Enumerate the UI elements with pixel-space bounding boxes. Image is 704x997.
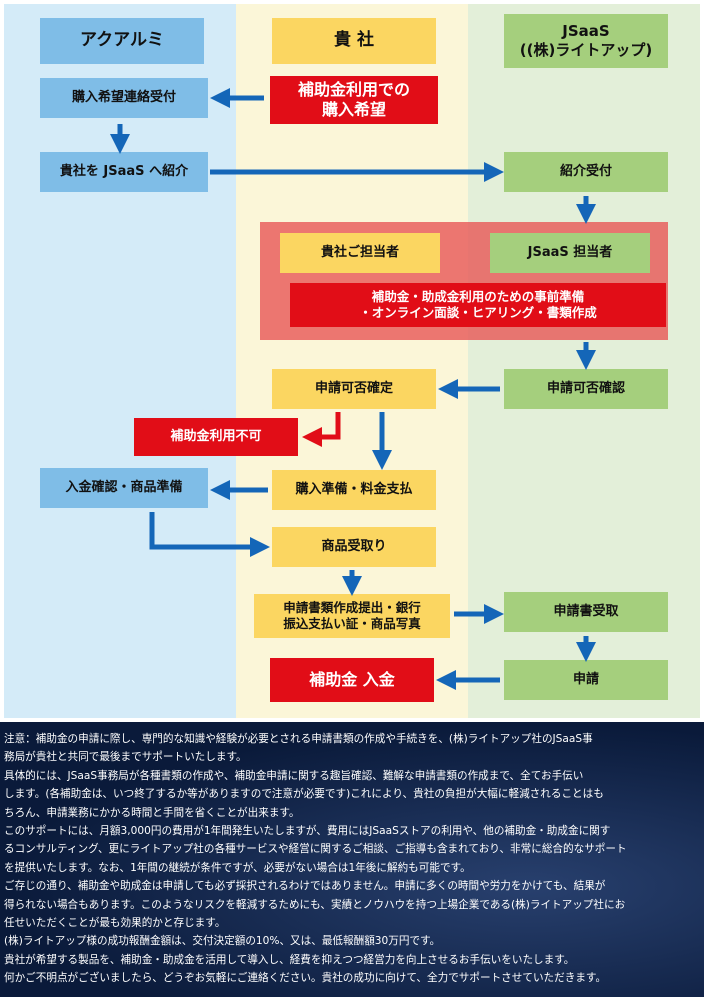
note-line: ご存じの通り、補助金や助成金は申請しても必ず採択されるわけではありません。申請に… (4, 880, 606, 893)
note-line: 務局が貴社と共同で最後までサポートいたします。 (4, 751, 247, 764)
box-introduction-received: 紹介受付 (504, 152, 668, 192)
box-subsidy-not-available: 補助金利用不可 (134, 418, 298, 456)
box-client-contact: 貴社ご担当者 (280, 233, 440, 273)
note-line: 得られない場合もあります。このようなリスクを軽減するためにも、実績とノウハウを持… (4, 898, 626, 911)
flowchart: アクアルミ 貴 社 JSaaS ((株)ライトアップ) 購入希望連絡受付 補助金… (0, 0, 704, 722)
notes-section: 注意：補助金の申請に際し、専門的な知識や経験が必要とされる申請書類の作成や手続き… (0, 722, 704, 997)
note-line: このサポートには、月額3,000円の費用が1年間発生いたしますが、費用にはJSa… (4, 825, 611, 838)
box-jsaas-contact: JSaaS 担当者 (490, 233, 650, 273)
box-payment-confirmation: 入金確認・商品準備 (40, 468, 208, 508)
note-line: 何かご不明点がございましたら、どうぞお気軽にご連絡ください。貴社の成功に向けて、… (4, 972, 607, 985)
note-line: 貴社が希望する製品を、補助金・助成金を活用して導入し、経費を抑えつつ経営力を向上… (4, 953, 575, 966)
lane-akuarumi (4, 4, 236, 718)
box-introduce-to-jsaas: 貴社を JSaaS へ紹介 (40, 152, 208, 192)
box-purchase-inquiry-received: 購入希望連絡受付 (40, 78, 208, 118)
box-purchase-preparation: 購入準備・料金支払 (272, 470, 436, 510)
box-desire-to-purchase: 補助金利用での 購入希望 (270, 76, 438, 124)
note-line: 注意：補助金の申請に際し、専門的な知識や経験が必要とされる申請書類の作成や手続き… (4, 733, 593, 745)
note-line: ちろん、申請業務にかかる時間と手間を省くことが出来ます。 (4, 806, 300, 819)
box-goods-receipt: 商品受取り (272, 527, 436, 567)
header-jsaas: JSaaS ((株)ライトアップ) (504, 14, 668, 68)
note-line: 具体的には、JSaaS事務局が各種書類の作成や、補助金申請に関する趣旨確認、難解… (4, 769, 584, 782)
header-kisha: 貴 社 (272, 18, 436, 64)
box-application-received: 申請書受取 (504, 592, 668, 632)
box-eligibility-check: 申請可否確認 (504, 369, 668, 409)
note-line: します。(各補助金は、いつ終了するか等がありますので注意が必要です)これにより、… (4, 788, 604, 801)
header-akuarumi: アクアルミ (40, 18, 204, 64)
note-line: (株)ライトアップ様の成功報酬金額は、交付決定額の10%、又は、最低報酬額30万… (4, 935, 441, 948)
note-line: を提供いたします。なお、1年間の継続が条件ですが、必要がない場合は1年後に解約も… (4, 861, 471, 874)
box-application: 申請 (504, 660, 668, 700)
note-line: るコンサルティング、更にライトアップ社の各種サービスや経営に関するご相談、ご指導… (4, 843, 627, 856)
box-preparation: 補助金・助成金利用のための事前準備 ・オンライン面談・ヒアリング・書類作成 (290, 283, 666, 327)
box-document-submission: 申請書類作成提出・銀行 振込支払い証・商品写真 (254, 594, 450, 638)
box-subsidy-deposit: 補助金 入金 (270, 658, 434, 702)
box-eligibility-decision: 申請可否確定 (272, 369, 436, 409)
note-line: 任せいただくことが最も効果的かと存じます。 (4, 917, 226, 930)
